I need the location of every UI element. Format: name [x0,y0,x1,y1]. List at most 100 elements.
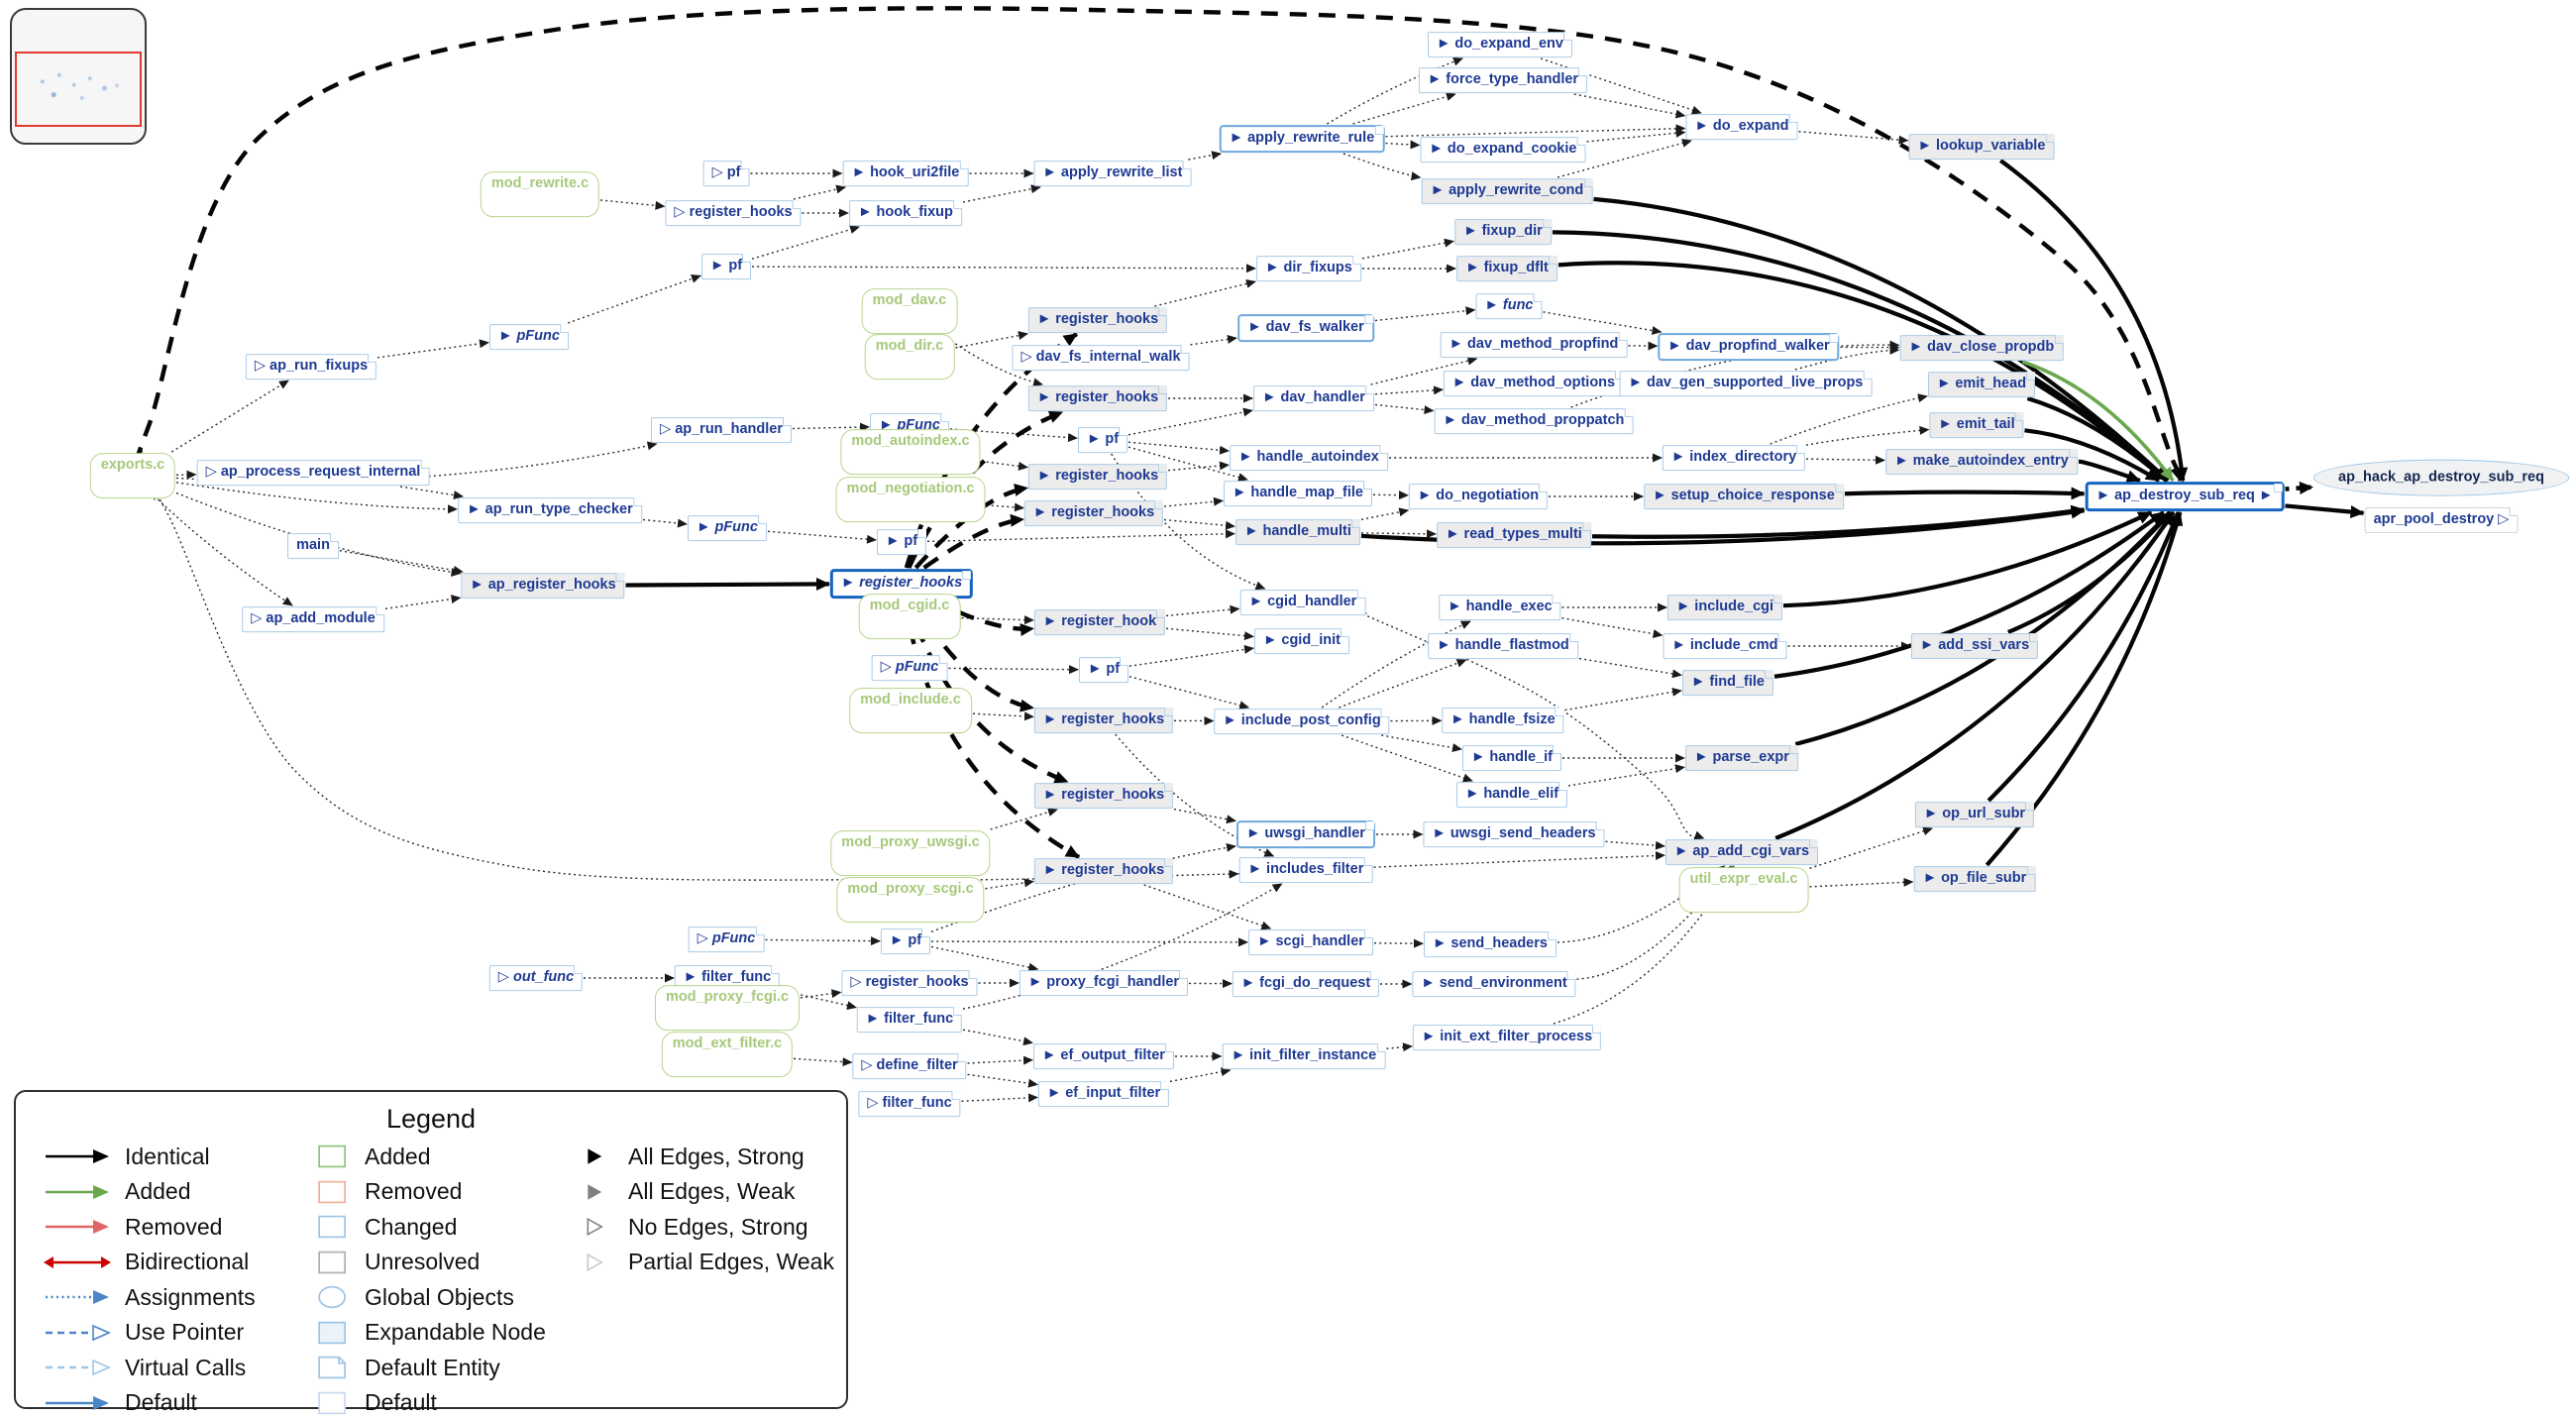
node-rh76[interactable]: ► register_hooks [1033,708,1174,733]
node-send_headers[interactable]: ► send_headers [1424,931,1556,957]
node-define_filter[interactable]: ▷ define_filter [852,1053,967,1079]
node-mod_proxy_fcgi[interactable]: mod_proxy_fcgi.c [654,985,801,1031]
node-pFunc93[interactable]: ▷ pFunc [688,926,765,952]
node-rh82[interactable]: ► register_hooks [1033,783,1174,809]
node-init_ext_filter_process[interactable]: ► init_ext_filter_process [1412,1025,1602,1050]
node-handle_autoindex[interactable]: ► handle_autoindex [1230,445,1388,471]
node-rh29[interactable]: ► register_hooks [1027,307,1168,333]
node-mod_proxy_scgi[interactable]: mod_proxy_scgi.c [836,877,985,923]
node-lookup_variable[interactable]: ► lookup_variable [1908,134,2055,160]
node-out_func[interactable]: ▷ out_func [488,965,584,991]
node-ap_run_handler[interactable]: ▷ ap_run_handler [651,417,792,443]
node-apr_pool_destroy[interactable]: apr_pool_destroy ▷ [2364,507,2519,533]
node-setup_choice_response[interactable]: ► setup_choice_response [1644,484,1844,509]
node-emit_tail[interactable]: ► emit_tail [1929,412,2024,438]
node-handle_exec[interactable]: ► handle_exec [1439,595,1561,620]
node-hook_fixup[interactable]: ► hook_fixup [849,200,962,226]
node-mod_cgid[interactable]: mod_cgid.c [858,594,961,639]
node-dav_propfind_walker[interactable]: ► dav_propfind_walker [1658,333,1840,361]
node-ap_run_type_checker[interactable]: ► ap_run_type_checker [458,497,642,523]
node-exports[interactable]: exports.c [89,453,176,498]
node-dav_method_propfind[interactable]: ► dav_method_propfind [1440,332,1628,358]
node-include_cgi[interactable]: ► include_cgi [1666,595,1783,620]
node-hook_uri2file[interactable]: ► hook_uri2file [842,161,969,186]
node-rh51[interactable]: ► register_hooks [1027,464,1168,490]
node-handle_map_file[interactable]: ► handle_map_file [1223,481,1373,506]
node-uwsgi_handler[interactable]: ► uwsgi_handler [1236,820,1375,848]
node-fixup_dir[interactable]: ► fixup_dir [1454,219,1552,245]
node-init_filter_instance[interactable]: ► init_filter_instance [1222,1043,1386,1069]
node-includes_filter[interactable]: ► includes_filter [1238,857,1373,883]
node-ef_output_filter[interactable]: ► ef_output_filter [1033,1043,1174,1069]
node-register_hook64[interactable]: ► register_hook [1033,609,1166,635]
node-pFuncB[interactable]: ► pFunc [688,515,767,541]
node-rh90[interactable]: ► register_hooks [1033,858,1174,884]
node-rh36[interactable]: ► register_hooks [1027,385,1168,411]
node-do_expand_cookie[interactable]: ► do_expand_cookie [1420,137,1586,163]
node-ap_register_hooks[interactable]: ► ap_register_hooks [461,573,625,599]
node-add_ssi_vars[interactable]: ► add_ssi_vars [1910,633,2039,659]
node-fixup_dflt[interactable]: ► fixup_dflt [1456,256,1557,281]
node-mod_ext_filter[interactable]: mod_ext_filter.c [661,1032,794,1077]
node-pFunc9[interactable]: ► pFunc [489,324,569,350]
node-dav_gen_supported_live_props[interactable]: ► dav_gen_supported_live_props [1619,371,1873,396]
node-pf10[interactable]: ▷ pf [702,161,750,186]
node-dav_fs_walker[interactable]: ► dav_fs_walker [1237,314,1374,342]
node-ap_run_fixups[interactable]: ▷ ap_run_fixups [245,354,377,380]
node-ef_input_filter[interactable]: ► ef_input_filter [1037,1081,1170,1107]
node-dav_close_propdb[interactable]: ► dav_close_propdb [1899,335,2064,361]
node-pf16[interactable]: ► pf [700,254,752,279]
node-handle_if[interactable]: ► handle_if [1461,745,1562,771]
node-apply_rewrite_list[interactable]: ► apply_rewrite_list [1033,161,1192,186]
node-pf94[interactable]: ► pf [880,928,931,954]
node-proxy_fcgi_handler[interactable]: ► proxy_fcgi_handler [1019,970,1189,996]
node-ap_hack_ap_destroy_sub_req[interactable]: ap_hack_ap_destroy_sub_req [2313,459,2569,496]
node-util_expr_eval[interactable]: util_expr_eval.c [1678,867,1809,913]
node-cgid_handler[interactable]: ► cgid_handler [1239,590,1366,615]
node-handle_multi[interactable]: ► handle_multi [1235,519,1360,545]
minimap-viewport[interactable] [15,52,142,127]
node-fcgi_do_request[interactable]: ► fcgi_do_request [1232,971,1380,997]
node-scgi_handler[interactable]: ► scgi_handler [1248,929,1373,955]
node-func[interactable]: ► func [1475,293,1543,319]
node-dav_method_options[interactable]: ► dav_method_options [1443,371,1625,396]
node-rh55[interactable]: ► register_hooks [1023,500,1164,526]
node-apply_rewrite_rule[interactable]: ► apply_rewrite_rule [1219,125,1385,153]
node-ap_destroy_sub_req[interactable]: ► ap_destroy_sub_req ► [2085,482,2285,511]
node-send_environment[interactable]: ► send_environment [1412,971,1576,997]
node-rh99[interactable]: ▷ register_hooks [841,970,978,996]
node-pf61[interactable]: ► pf [876,529,927,555]
node-mod_autoindex[interactable]: mod_autoindex.c [840,429,981,475]
node-filter_func104[interactable]: ► filter_func [856,1007,963,1033]
node-handle_flastmod[interactable]: ► handle_flastmod [1428,633,1578,659]
node-dav_fs_internal_walk[interactable]: ▷ dav_fs_internal_walk [1012,345,1190,371]
node-apply_rewrite_cond[interactable]: ► apply_rewrite_cond [1421,178,1593,204]
node-mod_dav[interactable]: mod_dav.c [861,288,958,334]
node-handle_elif[interactable]: ► handle_elif [1455,782,1568,808]
node-dav_handler[interactable]: ► dav_handler [1253,385,1374,411]
node-mod_include[interactable]: mod_include.c [849,688,972,733]
node-emit_head[interactable]: ► emit_head [1927,372,2036,397]
node-include_cmd[interactable]: ► include_cmd [1663,633,1787,659]
node-ap_add_cgi_vars[interactable]: ► ap_add_cgi_vars [1664,839,1819,865]
node-do_expand_env[interactable]: ► do_expand_env [1428,32,1572,57]
node-read_types_multi[interactable]: ► read_types_multi [1437,522,1591,548]
node-mod_proxy_uwsgi[interactable]: mod_proxy_uwsgi.c [830,830,991,876]
node-index_directory[interactable]: ► index_directory [1662,445,1806,471]
node-force_type_handler[interactable]: ► force_type_handler [1418,67,1588,93]
node-parse_expr[interactable]: ► parse_expr [1685,745,1798,771]
node-main[interactable]: main [287,533,339,559]
node-do_expand[interactable]: ► do_expand [1685,114,1798,140]
node-do_negotiation[interactable]: ► do_negotiation [1408,484,1549,509]
node-pf73[interactable]: ► pf [1078,657,1129,683]
node-mod_dir[interactable]: mod_dir.c [864,334,955,380]
node-rh11[interactable]: ▷ register_hooks [665,200,802,226]
node-ap_process_request_internal[interactable]: ▷ ap_process_request_internal [196,460,430,486]
node-cgid_init[interactable]: ► cgid_init [1254,628,1349,654]
node-mod_negotiation[interactable]: mod_negotiation.c [835,477,986,522]
node-mod_rewrite[interactable]: mod_rewrite.c [480,171,600,217]
minimap[interactable] [10,8,147,145]
node-uwsgi_send_headers[interactable]: ► uwsgi_send_headers [1423,821,1605,847]
node-pFunc72[interactable]: ▷ pFunc [871,655,948,681]
node-op_file_subr[interactable]: ► op_file_subr [1913,866,2036,892]
